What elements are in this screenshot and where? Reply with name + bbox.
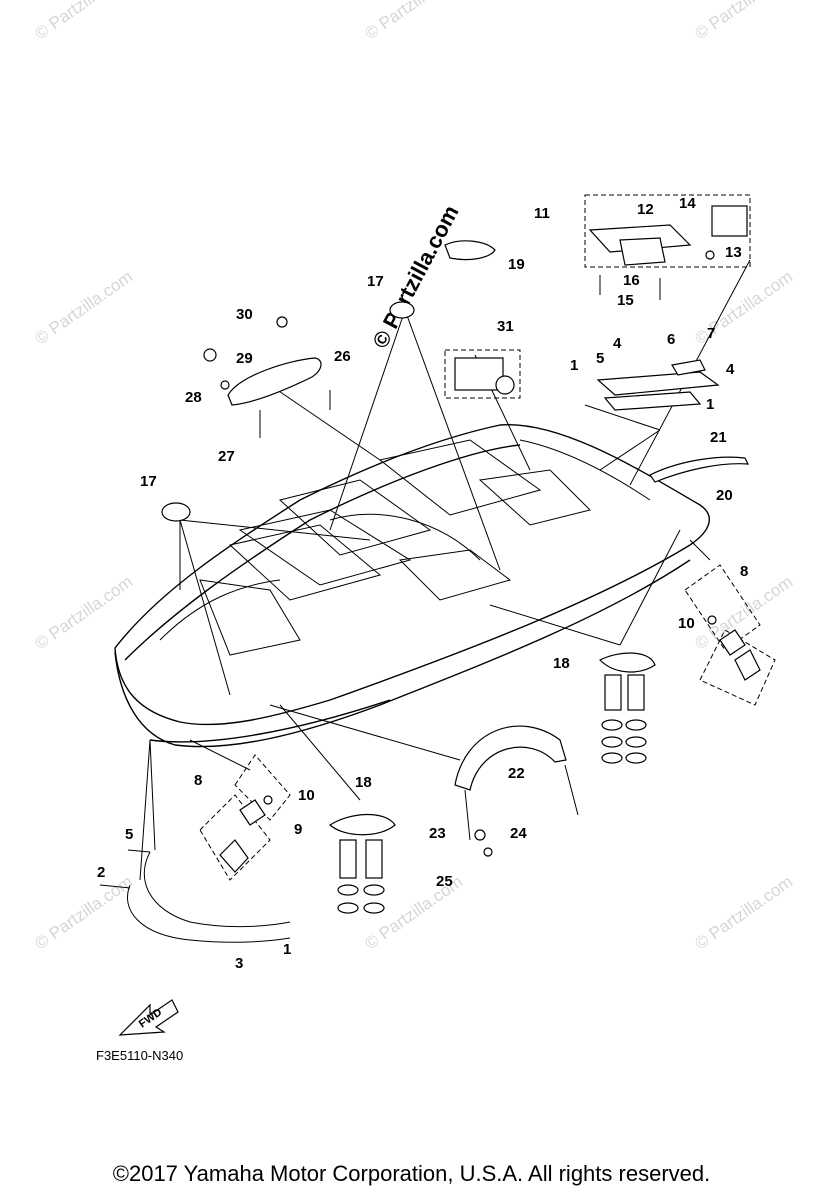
callout-1: 1 <box>706 396 714 413</box>
callout-5: 5 <box>596 350 604 367</box>
copyright-notice: ©2017 Yamaha Motor Corporation, U.S.A. A… <box>112 1161 711 1186</box>
watermark: © Partzilla.com <box>691 872 796 953</box>
callout-6: 6 <box>667 331 675 348</box>
callout-18: 18 <box>355 774 372 791</box>
callout-4: 4 <box>726 361 735 378</box>
figure-code: F3E5110-N340 <box>96 1048 183 1063</box>
callout-17: 17 <box>140 473 157 490</box>
callout-31: 31 <box>497 318 514 335</box>
callout-29: 29 <box>236 350 253 367</box>
callout-7: 7 <box>707 325 715 342</box>
callout-18: 18 <box>553 655 570 672</box>
callout-27: 27 <box>218 448 235 465</box>
callout-24: 24 <box>510 825 527 842</box>
callout-11: 11 <box>534 205 550 222</box>
watermark: © Partzilla.com <box>361 0 466 43</box>
watermark: © Partzilla.com <box>31 872 136 953</box>
callout-8: 8 <box>194 772 202 789</box>
callout-21: 21 <box>710 429 727 446</box>
watermark: © Partzilla.com <box>31 0 136 43</box>
watermark: © Partzilla.com <box>691 572 796 653</box>
watermark: © Partzilla.com <box>691 0 796 43</box>
callout-8: 8 <box>740 563 748 580</box>
watermark: © Partzilla.com <box>31 267 136 348</box>
callout-13: 13 <box>725 244 742 261</box>
callout-26: 26 <box>334 348 351 365</box>
callout-19: 19 <box>508 256 525 273</box>
hardware-parts <box>99 205 761 943</box>
callout-3: 3 <box>235 955 243 972</box>
callouts: 1 1 1 2 3 4 4 5 5 6 7 8 8 9 10 10 11 12 … <box>97 195 748 972</box>
callout-15: 15 <box>617 292 634 309</box>
callout-4: 4 <box>613 335 622 352</box>
callout-25: 25 <box>436 873 453 890</box>
callout-5: 5 <box>125 826 133 843</box>
callout-17: 17 <box>367 273 384 290</box>
callout-14: 14 <box>679 195 696 212</box>
callout-9: 9 <box>294 821 302 838</box>
callout-1: 1 <box>570 357 578 374</box>
callout-28: 28 <box>185 389 202 406</box>
callout-10: 10 <box>298 787 315 804</box>
boat-hull <box>114 424 710 748</box>
callout-30: 30 <box>236 306 253 323</box>
callout-22: 22 <box>508 765 525 782</box>
group-boxes <box>199 194 776 881</box>
callout-2: 2 <box>97 864 105 881</box>
callout-10: 10 <box>678 615 695 632</box>
callout-16: 16 <box>623 272 640 289</box>
fwd-arrow-icon: FWD <box>118 999 179 1036</box>
callout-20: 20 <box>716 487 733 504</box>
callout-1: 1 <box>283 941 291 958</box>
callout-23: 23 <box>429 825 446 842</box>
callout-12: 12 <box>637 201 654 218</box>
